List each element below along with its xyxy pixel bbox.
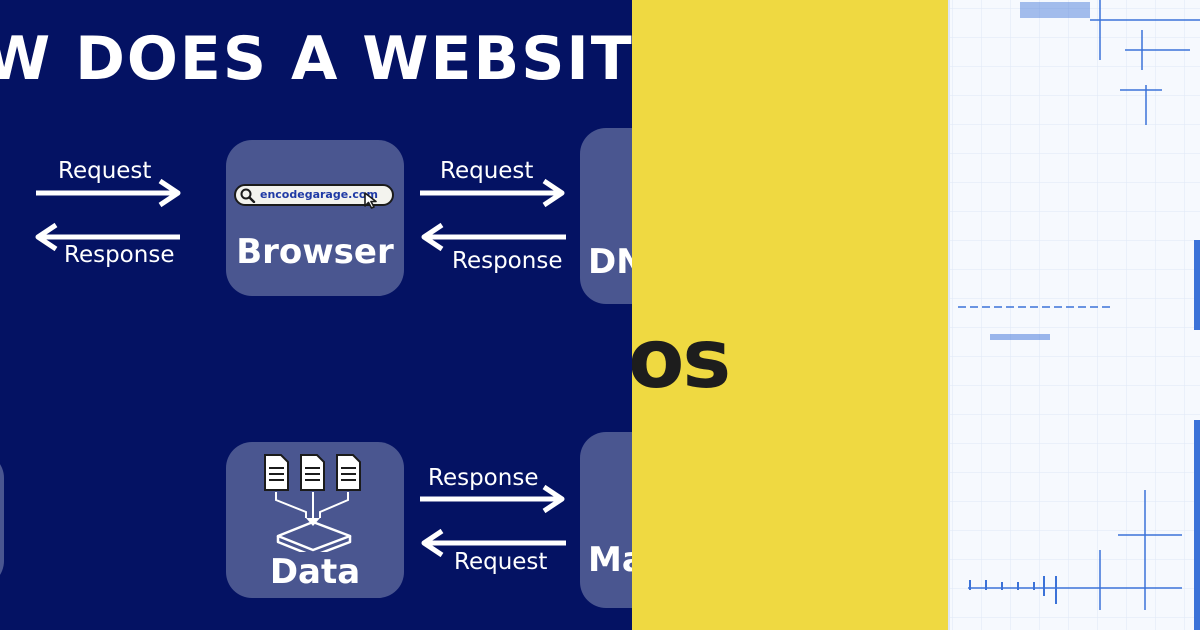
dns-box: DN [580, 128, 632, 304]
client-box-partial [0, 140, 2, 296]
right-arrow-icon [420, 178, 565, 208]
arrow-label-request: Request [454, 549, 548, 575]
blueprint-grid-graphic [950, 0, 1200, 630]
website-diagram-panel: W DOES A WEBSITE WO encodegarage.com Bro… [0, 0, 632, 630]
banner-text-fragment: os [632, 312, 731, 407]
blueprint-grid-panel [948, 0, 1200, 630]
left-arrow-icon [421, 222, 566, 252]
data-box: Data [226, 442, 404, 598]
right-arrow-icon [36, 178, 181, 208]
arrow-label-response: Response [452, 248, 563, 274]
server-box: Ma [580, 432, 632, 608]
browser-label: Browser [236, 232, 394, 272]
data-label: Data [269, 552, 361, 592]
left-arrow-icon [421, 528, 566, 558]
browser-box: encodegarage.com Browser [226, 140, 404, 296]
arrow-label-request: Request [58, 158, 152, 184]
browser-url-bar: encodegarage.com [234, 184, 394, 209]
arrow-label-request: Request [440, 158, 534, 184]
yellow-banner-panel: os [632, 0, 948, 630]
arrow-label-response: Response [64, 242, 175, 268]
diagram-title: W DOES A WEBSITE WO [0, 24, 632, 94]
browser-url-text: encodegarage.com [260, 188, 378, 201]
left-arrow-icon [35, 222, 180, 252]
arrow-label-response: Response [428, 465, 539, 491]
server-box-partial [0, 452, 4, 587]
mouse-cursor-icon [364, 192, 377, 209]
database-icon [264, 454, 361, 552]
right-arrow-icon [420, 484, 565, 514]
search-icon [240, 188, 256, 203]
client-edge-mark [0, 140, 2, 296]
dns-label: DN [588, 242, 632, 282]
server-label: Ma [588, 540, 632, 580]
